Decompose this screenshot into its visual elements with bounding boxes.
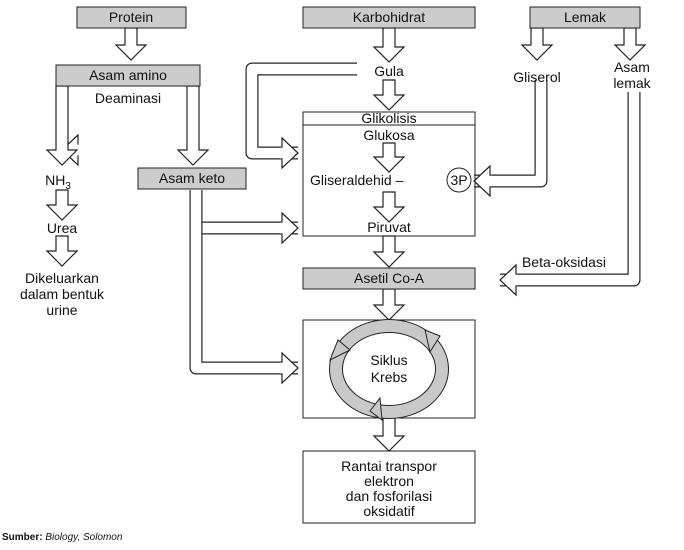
gliseraldehid-label: Gliseraldehid –	[310, 172, 404, 188]
source-caption: Sumber: Biology, Solomon	[2, 532, 123, 543]
arrows	[45, 27, 647, 452]
glikolisis-box	[302, 111, 476, 237]
pipe-arrow-outline	[474, 80, 548, 188]
phosphate-circle	[446, 167, 472, 193]
dikeluarkan-line-1: Dikeluarkan	[25, 270, 99, 286]
down-arrow-icon	[372, 79, 406, 111]
dikeluarkan-line-3: urine	[46, 302, 77, 318]
deaminasi-label: Deaminasi	[95, 90, 161, 106]
seam	[280, 222, 283, 234]
seam	[280, 362, 283, 374]
pipe-arrow-fill	[500, 92, 640, 286]
down-arrow-icon	[372, 235, 406, 268]
down-arrow-icon	[520, 27, 554, 61]
pipe-arrow-outline	[245, 62, 357, 160]
down-arrow-icon	[45, 235, 79, 267]
rantai-line-4: oksidatif	[363, 503, 414, 519]
phosphate-label: 3P	[450, 172, 467, 188]
pipe-arrow-fill	[474, 80, 547, 187]
down-arrow-icon	[613, 27, 647, 61]
nh3-label: NH3	[45, 172, 71, 192]
rantai-box	[302, 450, 476, 524]
cycle-arrowhead-icon	[329, 339, 351, 362]
asetil-label: Asetil Co-A	[354, 270, 425, 286]
arrowhead-icon	[281, 351, 299, 385]
arrowhead-icon	[281, 136, 299, 170]
asam-lemak-line-2: lemak	[613, 75, 651, 91]
rantai-line-2: elektron	[364, 473, 414, 489]
glukosa-label: Glukosa	[363, 127, 415, 143]
siklus-label: Siklus	[370, 352, 407, 368]
arrowhead-icon	[281, 211, 299, 245]
down-arrow-icon	[372, 288, 406, 321]
gliserol-label: Gliserol	[513, 69, 560, 85]
down-arrow-icon	[176, 85, 210, 166]
beta-oksidasi-label: Beta-oksidasi	[522, 254, 606, 270]
asam-keto-box	[137, 167, 247, 190]
gula-label: Gula	[374, 63, 404, 79]
rantai-line-1: Rantai transpor	[341, 458, 437, 474]
glikolisis-label: Glikolisis	[361, 110, 416, 126]
cycle-arrowhead-icon	[369, 396, 383, 422]
arrowhead-icon	[473, 164, 491, 198]
seam	[77, 144, 80, 156]
asam-amino-label: Asam amino	[89, 67, 167, 83]
down-arrow-icon	[372, 417, 406, 452]
cycle-arrowhead-icon	[424, 329, 441, 354]
dikeluarkan-line-2: dalam bentuk	[20, 286, 105, 302]
down-arrow-icon	[45, 85, 79, 166]
down-arrow-icon	[372, 142, 406, 173]
down-arrow-icon	[45, 189, 79, 221]
seam	[280, 147, 283, 159]
down-arrow-icon	[372, 191, 406, 223]
down-arrow-icon	[372, 27, 406, 63]
rantai-line-3: dan fosforilasi	[346, 488, 432, 504]
karbohidrat-box	[302, 6, 476, 29]
asam-amino-box	[55, 64, 201, 87]
protein-box	[76, 6, 187, 29]
asam-keto-label: Asam keto	[159, 170, 225, 186]
pipe-arrow-fill	[246, 63, 357, 159]
protein-label: Protein	[109, 9, 153, 25]
seam	[489, 175, 492, 187]
urea-label: Urea	[47, 220, 78, 236]
lemak-box	[529, 6, 641, 29]
seam	[515, 274, 518, 286]
krebs-cycle-ring	[329, 319, 449, 422]
asam-lemak-line-1: Asam	[614, 59, 650, 75]
piruvat-label: Piruvat	[367, 219, 411, 235]
lemak-label: Lemak	[564, 9, 607, 25]
karbohidrat-label: Karbohidrat	[353, 9, 425, 25]
pipe-arrow-fill	[190, 190, 298, 374]
down-arrow-icon	[114, 27, 148, 61]
asetil-box	[302, 267, 476, 290]
krebs-label: Krebs	[371, 369, 408, 385]
arrowhead-icon	[499, 263, 517, 297]
